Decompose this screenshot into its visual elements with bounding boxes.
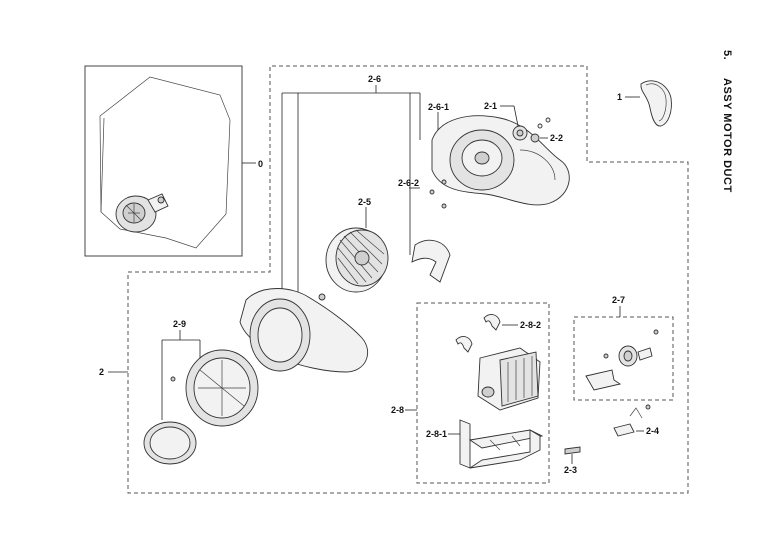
callout-2-5: 2-5 (358, 197, 371, 207)
duct-cover-upper (431, 115, 570, 206)
duct-ring-part (185, 349, 259, 427)
duct-clip-part (411, 239, 451, 283)
duct-screws (429, 179, 447, 209)
small-clip-part (564, 446, 581, 455)
callout-2-4: 2-4 (646, 426, 659, 436)
callout-2-6-1: 2-6-1 (428, 102, 449, 112)
assembly-2-8-frame (416, 302, 550, 484)
motor-bracket-part (459, 419, 544, 469)
idler-lever-part (613, 404, 651, 437)
assembly-2-7-frame (573, 316, 674, 401)
assembly-0-frame (84, 65, 243, 257)
callout-2-8-2: 2-8-2 (520, 320, 541, 330)
dryer-cabinet-sketch (99, 76, 231, 249)
callout-2-2: 2-2 (550, 133, 563, 143)
fan-nut (318, 293, 326, 301)
idler-assembly-part (585, 329, 659, 391)
drive-motor-part (477, 347, 541, 411)
section-number: 5. (721, 50, 733, 60)
bracket-2-9 (161, 330, 201, 420)
screw-part (530, 117, 551, 143)
blower-fan-part (325, 227, 389, 293)
callout-2: 2 (99, 367, 104, 377)
pulley-part (512, 125, 528, 141)
section-title: ASSY MOTOR DUCT (721, 78, 733, 193)
callout-2-1: 2-1 (484, 101, 497, 111)
belt-part (640, 80, 672, 127)
motor-clip-part (455, 314, 501, 353)
callout-2-3: 2-3 (564, 465, 577, 475)
section-heading: 5. ASSY MOTOR DUCT (721, 50, 733, 193)
gasket-ring-part (143, 421, 197, 465)
callout-2-6: 2-6 (368, 74, 381, 84)
assembly-2-boundary (127, 65, 689, 494)
callout-2-8-1: 2-8-1 (426, 429, 447, 439)
callout-2-9: 2-9 (173, 319, 186, 329)
callout-0: 0 (258, 159, 263, 169)
callout-2-8: 2-8 (391, 405, 404, 415)
callout-2-6-2: 2-6-2 (398, 178, 419, 188)
callout-2-7: 2-7 (612, 295, 625, 305)
duct-housing-lower (239, 288, 368, 373)
callout-1: 1 (617, 92, 622, 102)
